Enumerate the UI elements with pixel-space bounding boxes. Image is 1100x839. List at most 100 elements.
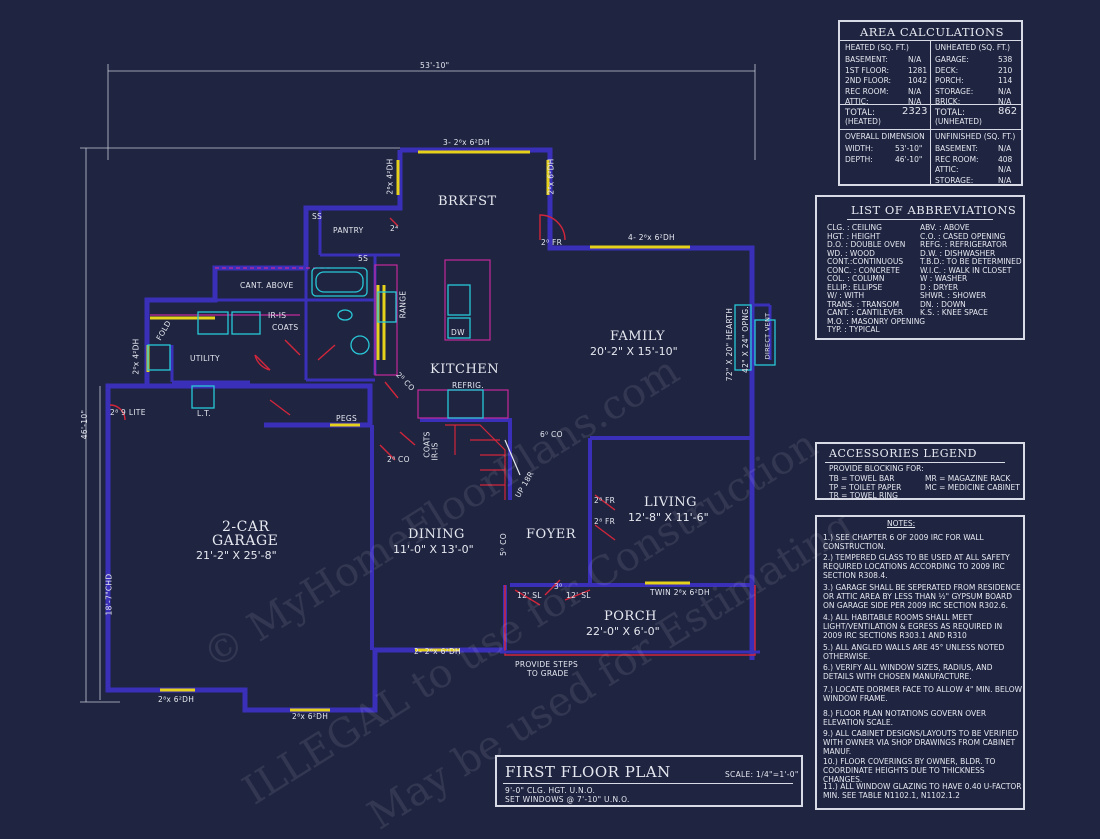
area-row-value: 538 [998,55,1013,64]
label-window-dining: 2- 2⁶x 6²DH [414,647,461,656]
label-window-utility: 2⁰x 4²DH [131,338,141,375]
area-row-value: N/A [908,97,922,106]
abbrev-item: W.I.C. : WALK IN CLOSET [920,265,1012,275]
room-family-size: 20'-2" X 15'-10" [590,345,678,358]
area-row-label: WIDTH: [845,144,874,153]
accessories-intro: PROVIDE BLOCKING FOR: [829,464,924,473]
total-heated-label-2: (HEATED) [845,117,881,126]
accessory-item: TB = TOWEL BAR [829,474,895,483]
label-dw: DW [451,328,465,337]
area-row-label: ATTIC: [935,165,959,174]
area-row-value: 1281 [908,65,928,75]
label-window-garage-1: 2⁸x 6²DH [158,695,195,704]
label-window-garage-2: 2⁸x 6²DH [292,712,329,721]
room-pantry: PANTRY [333,226,364,235]
area-row-value: 46'-10" [895,154,923,164]
area-title: AREA CALCULATIONS [860,25,1004,39]
area-row-label: DECK: [935,65,959,75]
area-calculations-panel: AREA CALCULATIONS HEATED (SQ. FT.) UNHEA… [838,20,1023,186]
abbrev-item: REFG. : REFRIGERATOR [920,240,1008,249]
label-window-family: 4- 2⁶x 6²DH [628,233,675,242]
dimension-garage-side: 18'-7"CHD [104,573,114,616]
label-steps-2: TO GRADE [527,669,569,678]
dimension-overall-width: 53'-10" [420,61,450,70]
area-row-label: PORCH: [935,76,964,85]
abbrev-item: CLG. : CEILING [827,223,882,232]
note-item: 6.) VERIFY ALL WINDOW SIZES, RADIUS, AND… [823,663,993,681]
room-porch-size: 22'-0" X 6'-0" [586,625,660,638]
room-garage: 2-CAR [222,519,270,535]
area-row-label: 1ST FLOOR: [845,65,890,75]
label-hearth: 72" X 20" HEARTH [725,307,735,382]
label-door-28co-2: 2⁸ CO [387,455,410,464]
label-refrig: REFRIG. [452,381,484,390]
heated-header: HEATED (SQ. FT.) [845,43,909,52]
area-row-label: STORAGE: [935,86,974,96]
abbrev-item: D.O. : DOUBLE OVEN [827,240,906,249]
abbrev-item: TYP. : TYPICAL [827,325,880,334]
room-utility: UTILITY [190,354,220,363]
area-row-value: N/A [908,55,922,64]
abbrev-item: C.O. : CASED OPENING [920,231,1006,241]
accessories-panel: ACCESSORIES LEGEND PROVIDE BLOCKING FOR:… [815,442,1025,500]
area-row-value: N/A [998,97,1012,106]
label-fireplace: 42" X 24" OPNG. [741,305,751,374]
abbrev-item: WD. : WOOD [827,248,875,258]
area-row-value: 408 [998,154,1013,164]
label-door-24: 2⁴ [390,224,399,233]
label-irls-1: IR-IS [268,311,287,320]
label-cant-above: CANT. ABOVE [240,281,294,290]
room-garage-2: GARAGE [212,533,279,549]
room-foyer: FOYER [526,527,577,542]
area-row-label: BASEMENT: [935,144,978,153]
label-co-6: 6⁰ CO [540,430,563,439]
label-door-30: 3⁰ [554,582,563,591]
area-row-label: DEPTH: [845,154,873,164]
label-sl-1: 12' SL [517,591,542,600]
note-item: 1.) SEE CHAPTER 6 OF 2009 IRC FOR WALL C… [823,533,984,551]
abbrev-item: T.B.D.: TO BE DETERMINED [920,257,1022,266]
label-window-brk-left: 2⁶x 4²DH [385,158,395,195]
area-row-value: N/A [998,144,1012,153]
accessory-item: TR = TOWEL RING [829,491,898,500]
area-row-value: 53'-10" [895,144,923,153]
total-unheated-value: 862 [998,106,1018,117]
dimension-overall-depth: 46'-10" [80,409,90,440]
doors [109,214,616,606]
abbrev-item: CONT.:CONTINUOUS [827,257,904,266]
total-heated-label: TOTAL: [845,108,875,118]
area-row-value: 1042 [908,76,928,85]
area-row-value: N/A [998,86,1012,96]
area-row-label: BRICK: [935,97,961,106]
note-item: 2.) TEMPERED GLASS TO BE USED AT ALL SAF… [823,553,1010,580]
abbrev-item: HGT. : HEIGHT [827,231,881,241]
area-row-value: 114 [998,76,1013,85]
unheated-header: UNHEATED (SQ. FT.) [935,43,1011,52]
note-item: 11.) ALL WINDOW GLAZING TO HAVE 0.40 U-F… [823,782,1022,800]
label-door-brk: 2⁰ FR [541,238,563,247]
notes-panel: NOTES: 1.) SEE CHAPTER 6 OF 2009 IRC FOR… [815,515,1025,810]
label-ss-2: 5S [358,254,369,263]
abbrev-item: SHWR. : SHOWER [920,291,987,300]
abbrev-item: W/ : WITH [827,291,865,300]
label-irls-2: IR-IS [430,442,440,461]
abbrev-item: D : DRYER [920,282,959,292]
abbrev-item: ABV. : ABOVE [920,223,970,232]
cabinets [150,259,509,419]
plan-title: FIRST FLOOR PLAN [505,763,671,781]
stair [445,424,521,500]
accessory-item: MR = MAGAZINE RACK [925,474,1011,483]
abbrev-item: M.O. : MASONRY OPENING [827,316,926,326]
overall-header: OVERALL DIMENSION [845,132,925,141]
area-row-label: STORAGE: [935,175,974,185]
note-item: 3.) GARAGE SHALL BE SEPERATED FROM RESID… [823,583,1021,610]
abbrev-title: LIST OF ABBREVIATIONS [851,203,1017,217]
note-item: 5.) ALL ANGLED WALLS ARE 45° UNLESS NOTE… [823,643,1005,661]
area-row-label: REC ROOM: [845,86,889,96]
note-item: 8.) FLOOR PLAN NOTATIONS GOVERN OVER ELE… [823,709,987,727]
label-sl-2: 12' SL [566,591,591,600]
porch-outline [500,585,760,656]
label-coats-1: COATS [272,323,299,332]
notes-title: NOTES: [887,519,916,528]
